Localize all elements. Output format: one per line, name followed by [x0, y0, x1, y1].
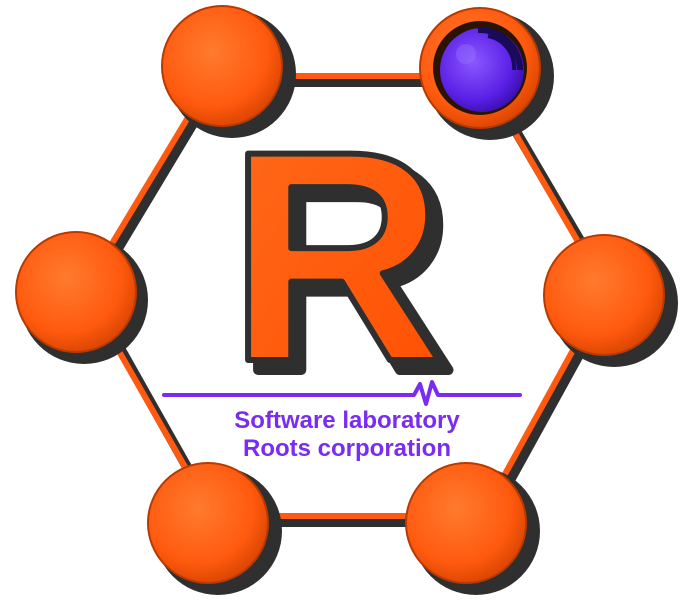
- purple-lens-icon: [433, 21, 527, 115]
- circle-node-icon: [15, 231, 137, 353]
- circle-node-icon: [543, 234, 665, 356]
- circle-node-icon: [161, 5, 283, 127]
- logo-letter: R R: [225, 85, 460, 439]
- circle-node-icon: [405, 462, 527, 584]
- tagline-line1: Software laboratory: [234, 407, 460, 434]
- svg-text:R: R: [238, 98, 455, 434]
- tagline-line2: Roots corporation: [243, 435, 451, 462]
- circle-node-icon: [147, 462, 269, 584]
- heartbeat-line-icon: [162, 380, 522, 406]
- svg-text:R: R: [228, 88, 445, 424]
